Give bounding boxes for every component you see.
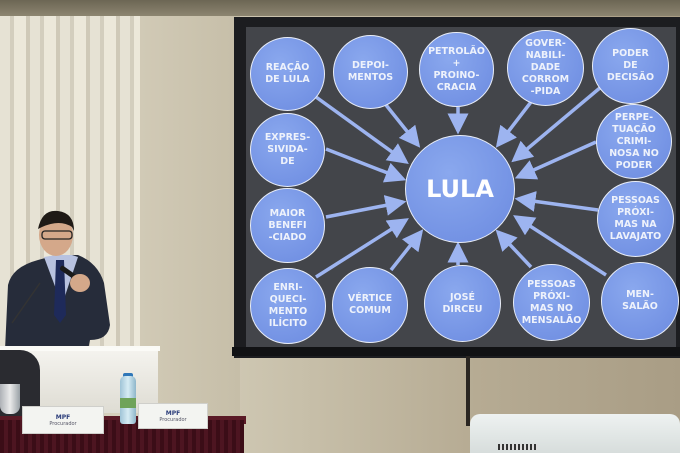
node-petrolao: PETROLÃO + PROINO- CRACIA <box>419 32 494 107</box>
nameplate-org: MPF <box>55 413 71 421</box>
node-expressividade: EXPRES- SIVIDA- DE <box>250 113 325 187</box>
node-enriquecimento-ilicito: ENRI- QUECI- MENTO ILÍCITO <box>250 268 326 344</box>
screen-stand <box>466 356 470 426</box>
water-glass <box>0 384 20 414</box>
projector-vent <box>498 444 538 450</box>
node-pessoas-proximas-mensalao: PESSOAS PRÓXI- MAS NO MENSALÃO <box>513 264 590 341</box>
node-reacao-de-lula: REAÇÃO DE LULA <box>250 37 325 111</box>
nameplate-right: MPF Procurador <box>138 403 208 429</box>
node-perpetuacao-criminosa: PERPE- TUAÇÃO CRIMI- NOSA NO PODER <box>596 104 672 179</box>
screen-bottom-bar <box>232 347 680 356</box>
ceiling <box>0 0 680 16</box>
node-poder-de-decisao: PODER DE DECISÃO <box>592 28 669 104</box>
node-mensalao: MEN- SALÃO <box>601 262 679 340</box>
node-vertice-comum: VÉRTICE COMUM <box>332 267 408 343</box>
node-depoimentos: DEPOI- MENTOS <box>333 35 408 109</box>
speaker <box>5 210 110 350</box>
node-pessoas-proximas-lavajato: PESSOAS PRÓXI- MAS NA LAVAJATO <box>597 181 674 257</box>
nameplate-org: MPF <box>165 409 181 417</box>
node-maior-beneficiado: MAIOR BENEFI -CIADO <box>250 188 325 263</box>
nameplate-name: Procurador <box>49 420 77 427</box>
diagram-center-node: LULA <box>405 135 515 243</box>
nameplate-name: Procurador <box>159 416 187 423</box>
node-governabilidade: GOVER- NABILI- DADE CORROM -PIDA <box>507 30 584 106</box>
nameplate-left: MPF Procurador <box>22 406 104 434</box>
arrows-layer <box>314 85 607 279</box>
bottle-label <box>120 398 136 408</box>
node-jose-dirceu: JOSÉ DIRCEU <box>424 265 501 342</box>
